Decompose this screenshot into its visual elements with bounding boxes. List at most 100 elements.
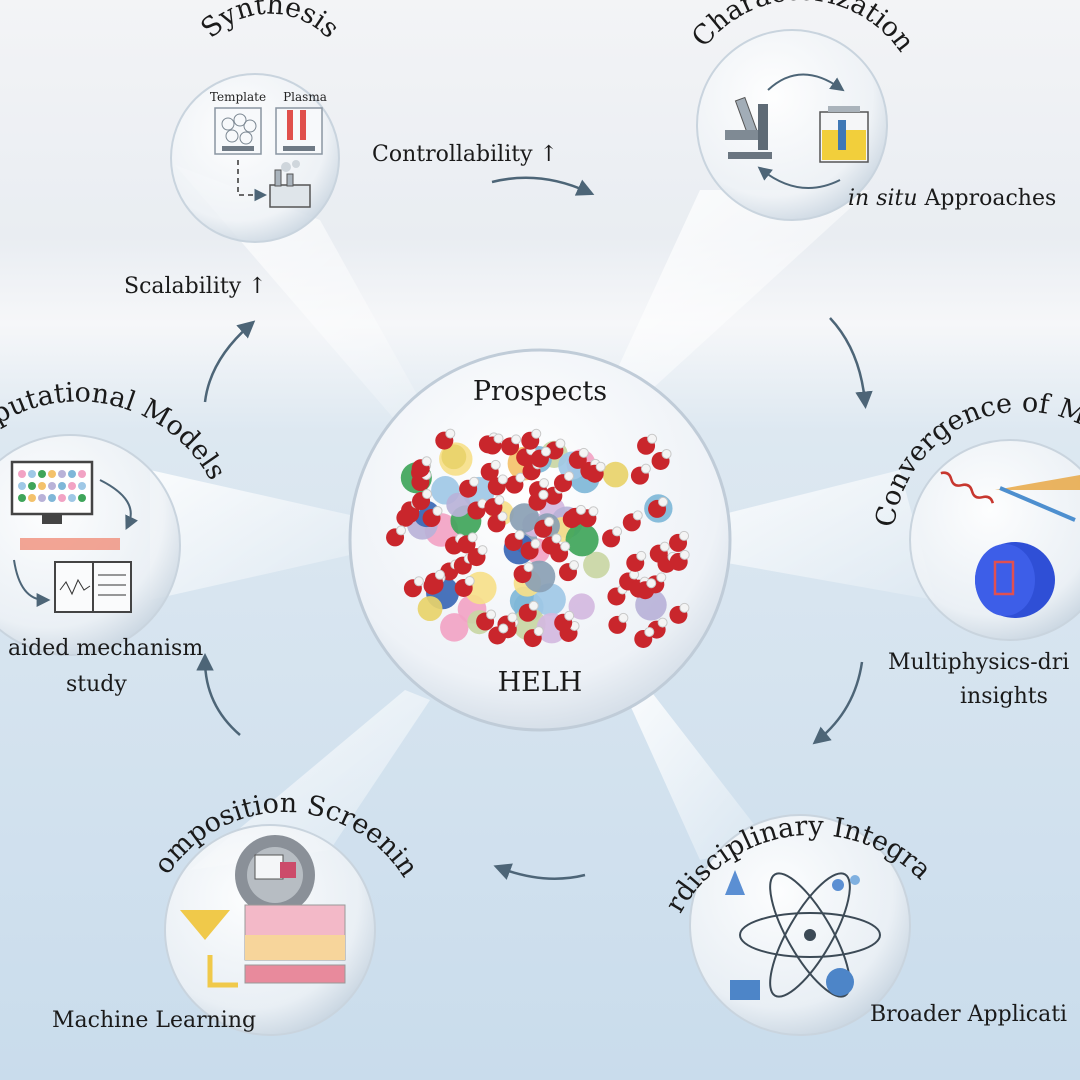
cycle-arrow-top: [767, 73, 845, 92]
funnel-icon: [180, 910, 230, 940]
screen-dot: [18, 470, 26, 478]
screen-dot: [28, 470, 36, 478]
hydrogen-atom: [538, 489, 549, 500]
interdisciplinary-caption: Broader Applicati: [870, 1002, 1068, 1027]
hydrogen-atom: [421, 456, 432, 467]
hydrogen-atom: [445, 428, 456, 439]
hydrogen-atom: [659, 541, 670, 552]
arrow-interdisciplinary-to-composition: [493, 863, 586, 880]
arrow-characterization-to-convergence: [829, 317, 873, 409]
hydrogen-atom: [432, 506, 443, 517]
hydrogen-atom: [647, 433, 658, 444]
metal-atom: [583, 551, 610, 579]
screen-dot: [48, 482, 56, 490]
screen-dot: [68, 470, 76, 478]
hydrogen-atom: [568, 560, 579, 571]
hydrogen-atom: [679, 530, 690, 541]
hydrogen-atom: [434, 569, 445, 580]
lattice-icon: [20, 538, 120, 550]
hydrogen-atom: [578, 447, 589, 458]
screen-dot: [68, 494, 76, 502]
periodic-table-icon: [244, 904, 346, 984]
controllability-label: Controllability ↑: [372, 142, 558, 167]
metal-atom: [440, 613, 469, 642]
metal-atom: [446, 492, 471, 517]
hydrogen-atom: [640, 463, 651, 474]
metal-atom: [417, 596, 443, 622]
composition-caption: Machine Learning: [52, 1008, 257, 1033]
hydrogen-atom: [531, 428, 542, 439]
arrow-convergence-to-interdisciplinary: [812, 661, 864, 745]
convergence-caption-line2: insights: [960, 684, 1048, 709]
screen-dot: [68, 482, 76, 490]
magnet-cylinder-icon: [975, 542, 1055, 618]
cycle-arrows: [196, 176, 873, 880]
hydrogen-atom: [564, 610, 575, 621]
characterization-caption: in situ Approaches: [848, 186, 1057, 211]
monitor-icon: [10, 460, 94, 524]
screen-dot: [48, 494, 56, 502]
convergence-caption-line1: Multiphysics-dri: [888, 650, 1070, 675]
hydrogen-atom: [656, 572, 667, 583]
computational-caption-line1: aided mechanism: [8, 636, 204, 661]
metal-atom: [565, 523, 599, 557]
convergence-node: Convergence of Mu: [870, 387, 1080, 641]
hydrogen-atom: [679, 549, 690, 560]
laptop-icon: [730, 980, 760, 1000]
screen-dot: [38, 482, 46, 490]
hydrogen-atom: [544, 516, 555, 527]
factory-icon: [269, 160, 311, 208]
hydrogen-atom: [657, 617, 668, 628]
hydrogen-atom: [575, 504, 586, 515]
plasma-reactor-icon: [275, 107, 323, 155]
gear-icon: [235, 835, 315, 915]
hydrogen-atom: [497, 511, 508, 522]
hydrogen-atom: [422, 489, 433, 500]
screen-dot: [78, 482, 86, 490]
hydrogen-atom: [467, 532, 478, 543]
screen-dot: [58, 470, 66, 478]
hydrogen-atom: [493, 433, 504, 444]
molecule-icon: [832, 879, 844, 891]
hydrogen-atom: [497, 474, 508, 485]
template-label: Template: [210, 90, 266, 104]
hydrogen-atom: [477, 545, 488, 556]
scalability-label: Scalability ↑: [124, 274, 267, 299]
model-arrow: [99, 479, 138, 531]
screen-dot: [78, 494, 86, 502]
beam-icon: [995, 475, 1080, 490]
output-arrow-icon: [207, 955, 238, 988]
metal-atom: [568, 593, 595, 620]
hydrogen-atom: [612, 526, 623, 537]
hydrogen-atom: [396, 525, 407, 536]
hydrogen-atom: [551, 533, 562, 544]
beaker-icon: [214, 107, 262, 155]
cycle-arrow-bottom: [757, 166, 841, 189]
hydrogen-atom: [528, 600, 539, 611]
hydrogen-atom: [515, 472, 526, 483]
arrow-computational-to-synthesis: [203, 320, 256, 403]
hydrogen-atom: [563, 471, 574, 482]
crystal-structure: [386, 428, 690, 648]
hydrogen-atom: [507, 612, 518, 623]
laser-icon: [999, 486, 1076, 522]
screen-dot: [18, 494, 26, 502]
screen-dot: [38, 470, 46, 478]
plasma-label: Plasma: [283, 90, 327, 104]
open-book-icon: [54, 561, 132, 613]
hydrogen-atom: [595, 461, 606, 472]
screen-dot: [58, 482, 66, 490]
hydrogen-atom: [658, 496, 669, 507]
arrow-composition-to-computational: [196, 653, 241, 736]
wave-icon: [940, 471, 995, 504]
screen-dot: [18, 482, 26, 490]
center-label: HELH: [497, 667, 583, 698]
hydrogen-atom: [511, 434, 522, 445]
hydrogen-atom: [636, 550, 647, 561]
hydrogen-atom: [523, 562, 534, 573]
arrow-synthesis-to-characterization: [491, 176, 595, 196]
hydrogen-atom: [644, 626, 655, 637]
metal-atom: [602, 461, 629, 488]
metal-atom: [441, 444, 467, 470]
